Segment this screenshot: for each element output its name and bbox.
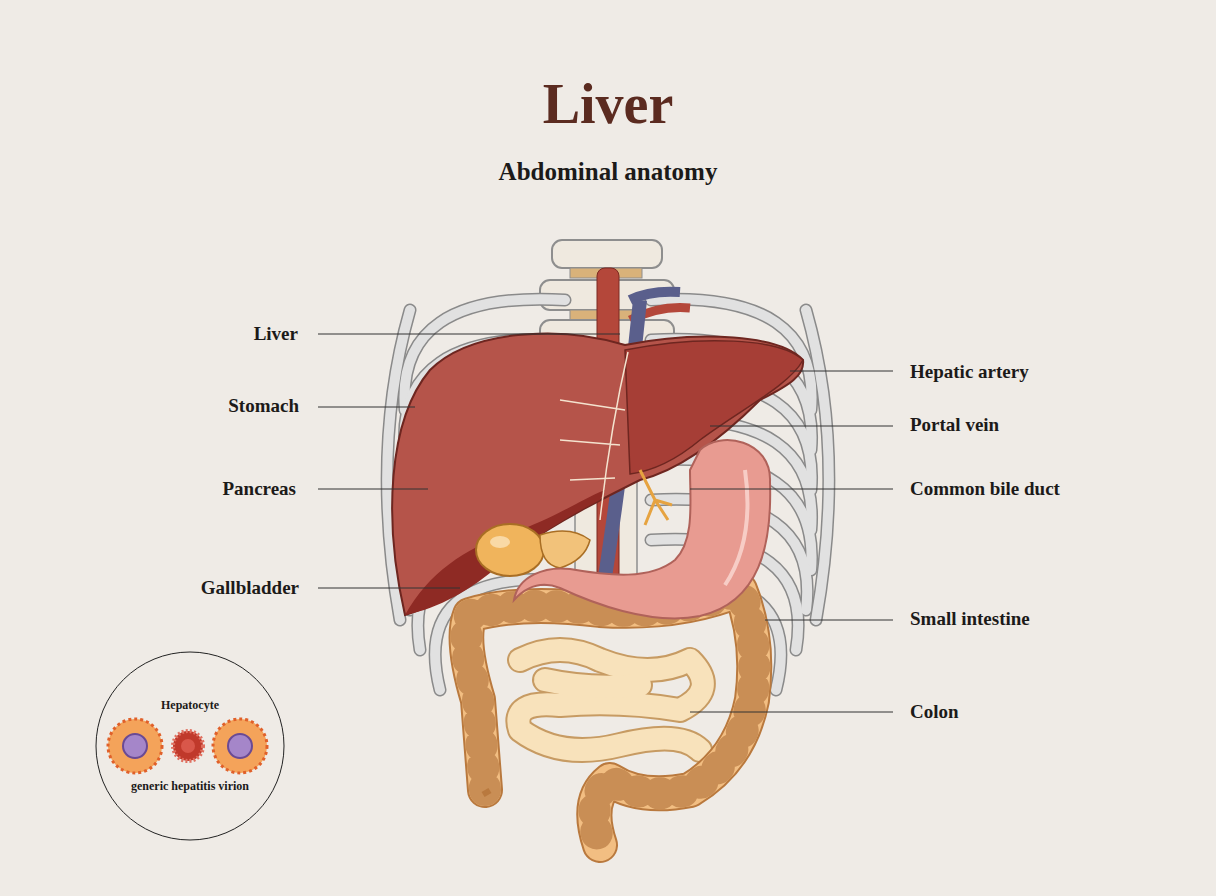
part-label: Common bile duct bbox=[910, 478, 1060, 500]
inset-circle: Hepatocyte generic hepatitis virion bbox=[95, 651, 285, 841]
part-label: Small intestine bbox=[910, 608, 1030, 630]
subtitle: Abdominal anatomy bbox=[499, 158, 718, 186]
part-label: Stomach bbox=[228, 395, 299, 417]
node-caption: generic hepatitis virion bbox=[131, 779, 249, 794]
part-label: Colon bbox=[910, 701, 959, 723]
node-heading: Hepatocyte bbox=[161, 698, 219, 713]
part-label: Pancreas bbox=[222, 478, 296, 500]
part-label: Hepatic artery bbox=[910, 361, 1029, 383]
circle-outline bbox=[95, 651, 285, 841]
part-label: Liver bbox=[254, 323, 298, 345]
title: Liver bbox=[543, 72, 674, 136]
cell-inset-art bbox=[108, 719, 267, 773]
leader-lines bbox=[318, 334, 893, 712]
part-label: Portal vein bbox=[910, 414, 999, 436]
part-label: Gallbladder bbox=[201, 577, 299, 599]
